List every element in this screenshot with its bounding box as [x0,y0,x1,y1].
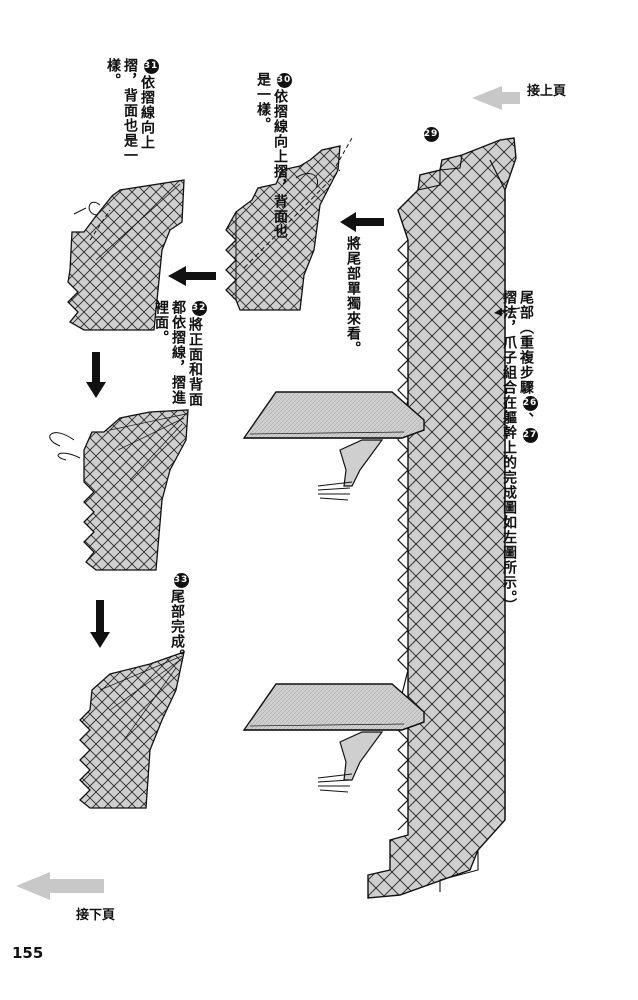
tail-separate-note: 將尾部單獨來看。 [345,236,361,356]
step33-caption: 33尾部完成。 [168,572,189,682]
step31-badge: 31 [143,59,159,74]
step30-tail-figure [225,137,353,311]
arrow-29-to-30 [340,212,384,232]
step30-badge: 30 [276,73,292,88]
tail-pointer-arrow [494,307,521,316]
step32-tail-figure [49,409,189,571]
step33-badge: 33 [173,573,189,588]
step32-badge: 32 [191,301,207,316]
tail-label: 尾部 [518,290,534,320]
step30-text: 依摺線向上摺，背面也是一樣。 [255,72,288,239]
arrow-31-to-32 [86,352,106,398]
arrow-32-to-33 [90,600,110,648]
tail-description: 尾部（重複步驟26、27 摺法，爪子組合在軀幹上的完成圖如左圖所示。） [500,290,538,760]
step31-caption: 31依摺線向上摺，背面也是一樣。 [104,58,159,178]
step33-text: 尾部完成。 [169,589,185,664]
step-ref-26: 26 [522,396,538,411]
step32-text: 將正面和背面都依摺線，摺進裡面。 [153,300,203,407]
upper-claw-figure [242,391,425,501]
step-ref-27: 27 [522,428,538,443]
step33-tail-figure [79,651,185,809]
step30-caption: 30依摺線向上摺，背面也是一樣。 [254,72,292,242]
prev-page-arrow[interactable] [472,86,520,110]
lower-claw-figure [242,683,425,793]
step29-number: 29 [418,126,439,143]
page-number: 155 [12,944,44,962]
main-body-figure [367,137,517,899]
step31-tail-figure [67,179,185,331]
tail-detail-a: （重複步驟 [518,320,534,395]
next-page-arrow[interactable] [16,872,104,900]
next-page-label[interactable]: 接下頁 [76,908,116,923]
step29-badge: 29 [423,127,439,142]
arrow-30-to-31 [168,266,216,286]
step31-text: 依摺線向上摺，背面也是一樣。 [105,58,155,163]
ref-separator: 、 [518,412,534,427]
prev-page-label[interactable]: 接上頁 [527,84,567,99]
step32-caption: 32將正面和背面都依摺線，摺進裡面。 [152,300,207,410]
tail-detail-b: 摺法，爪子組合在軀幹上的完成圖如左圖所示。） [501,290,517,613]
